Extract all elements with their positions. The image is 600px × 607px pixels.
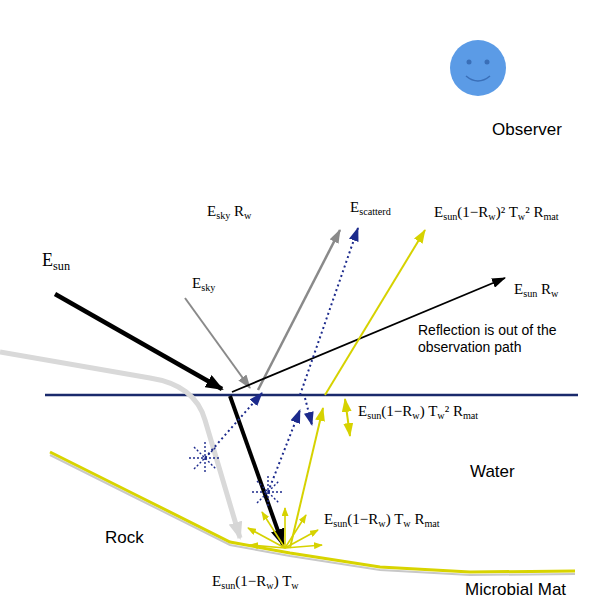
flux-label: Esun Rw xyxy=(512,280,560,298)
region-label: Rock xyxy=(105,528,144,548)
sun-ray xyxy=(55,294,222,389)
region-label: Microbial Mat xyxy=(465,580,566,600)
flux-label: Esky xyxy=(190,274,217,292)
observer-label: Observer xyxy=(492,120,562,140)
scattered-ray xyxy=(205,393,262,458)
flux-label: Esun(1−Rw) Tw Rmat xyxy=(322,510,442,528)
sky-reflection-ray xyxy=(258,230,340,390)
refracted-sun-ray xyxy=(230,396,283,545)
observer-eye xyxy=(485,60,490,65)
emerging-mat-ray xyxy=(325,230,425,395)
observer-smile xyxy=(466,76,490,81)
flux-label: Esun(1−Rw)² Tw² Rmat xyxy=(432,203,561,221)
mat-reflection-ray xyxy=(290,408,323,548)
flux-label: Esun(1−Rw) Tw² Rmat xyxy=(356,402,480,420)
flux-label: Esky Rw xyxy=(205,202,253,220)
diffuse-ray xyxy=(250,545,285,548)
scattered-ray xyxy=(268,410,300,492)
scattered-ray xyxy=(305,398,312,425)
diffuse-ray xyxy=(284,508,286,548)
water-surface xyxy=(45,394,578,397)
scattered-ray xyxy=(300,228,358,395)
microbial-mat-surface xyxy=(50,452,575,572)
internal-reflection-ray xyxy=(345,399,350,436)
scattered-light xyxy=(205,228,358,492)
observer-face xyxy=(450,40,506,96)
flux-label: Esun xyxy=(40,250,72,272)
diffuse-reflection-fan xyxy=(248,508,322,548)
scattering-burst xyxy=(189,442,284,508)
diffuse-ray xyxy=(262,512,285,548)
flux-label: Escatterd xyxy=(348,198,393,216)
region-label: Water xyxy=(470,462,515,482)
diffuse-ray xyxy=(285,545,322,548)
note-label: Reflection is out of the observation pat… xyxy=(418,322,596,356)
flux-label: Esun(1−Rw) Tw xyxy=(210,572,301,590)
observer-eye xyxy=(467,60,472,65)
